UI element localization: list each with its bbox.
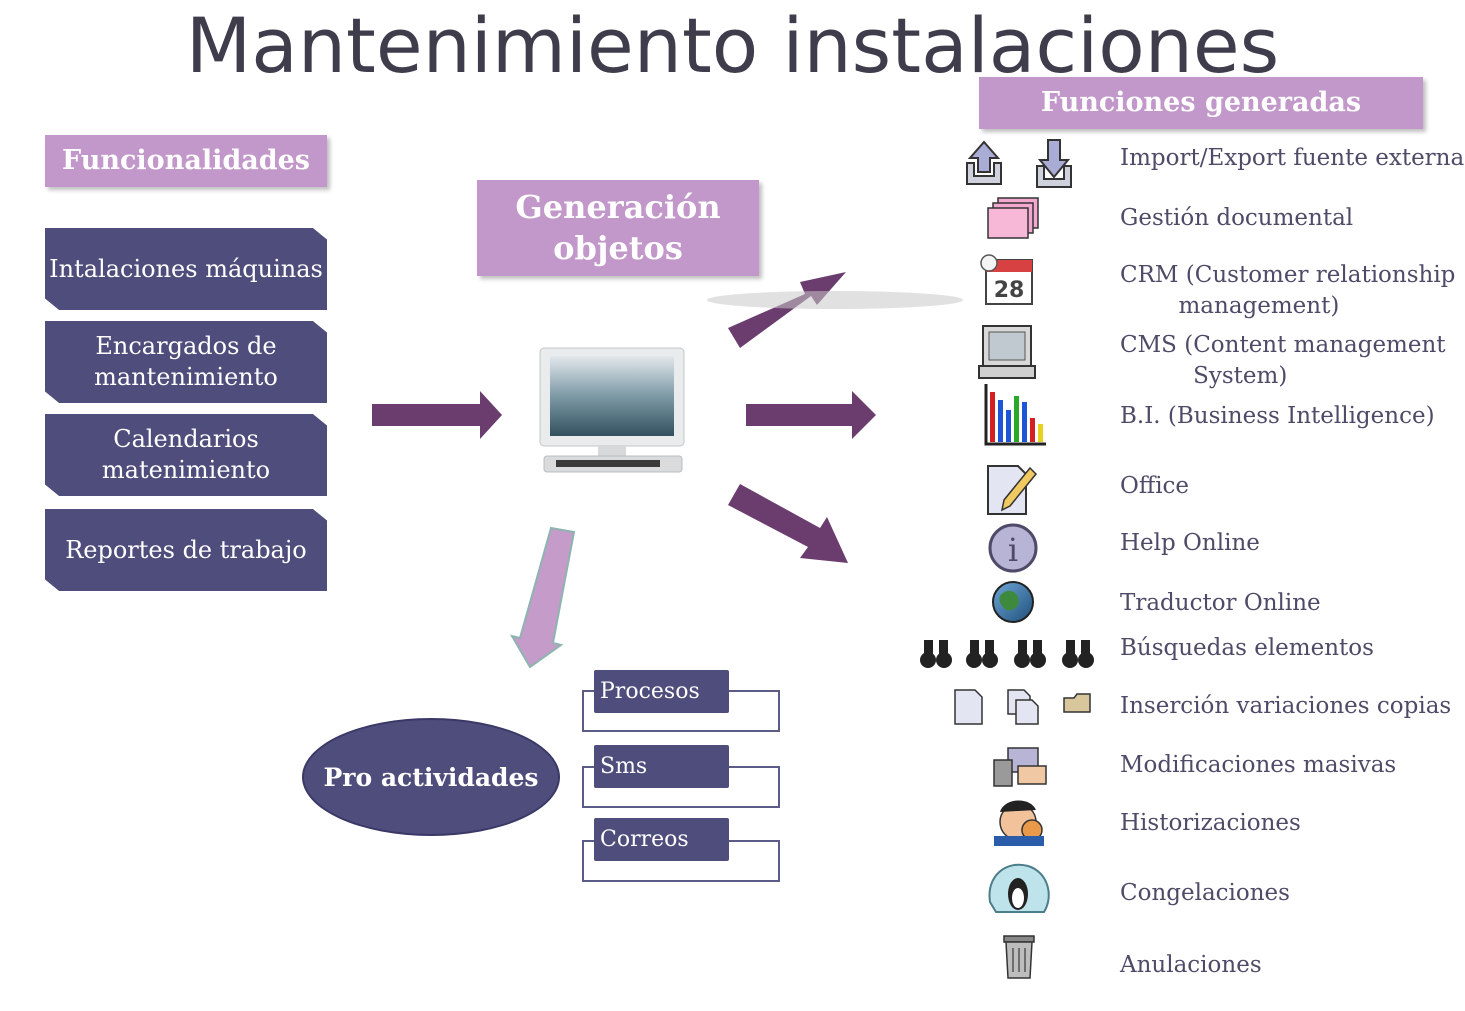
funcion-gestion-documental[interactable]: Gestión documental	[1120, 205, 1354, 231]
funcionalidades-header: Funcionalidades	[45, 135, 327, 187]
calendar-icon: 28	[980, 254, 1033, 305]
funcionalidad-item[interactable]: Intalaciones máquinas	[45, 228, 327, 310]
bar-chart-icon	[984, 384, 1046, 446]
funcion-crm[interactable]: CRM (Customer relationship management)	[1120, 262, 1456, 319]
cms-computer-icon	[978, 325, 1036, 379]
sub-item-procesos[interactable]: Procesos	[594, 670, 729, 713]
funcion-historizaciones[interactable]: Historizaciones	[1120, 810, 1301, 836]
funcion-cms[interactable]: CMS (Content management System)	[1120, 332, 1446, 389]
computer-icon	[539, 347, 685, 473]
arrow-down-right	[728, 484, 848, 563]
funcion-import-export[interactable]: Import/Export fuente externa	[1120, 145, 1465, 171]
binoculars-icon	[920, 640, 1094, 668]
funcion-anulaciones[interactable]: Anulaciones	[1120, 952, 1262, 978]
funcion-traductor-online[interactable]: Traductor Online	[1120, 590, 1321, 616]
calendar-day: 28	[994, 278, 1025, 303]
history-icon	[994, 800, 1044, 846]
funcion-insercion[interactable]: Inserción variaciones copias	[1120, 693, 1452, 719]
freeze-icon	[988, 863, 1050, 913]
funcionalidad-item[interactable]: Encargados de mantenimiento	[45, 321, 327, 403]
svg-text:i: i	[1008, 531, 1018, 569]
documents-icon	[987, 197, 1039, 239]
trash-icon	[1003, 935, 1035, 979]
funcionalidad-item[interactable]: Reportes de trabajo	[45, 509, 327, 591]
funcion-busquedas[interactable]: Búsquedas elementos	[1120, 635, 1374, 661]
funcion-help-online[interactable]: Help Online	[1120, 530, 1260, 556]
arrow-to-functions	[746, 391, 876, 439]
globe-icon	[992, 581, 1034, 623]
arrow-up-right	[728, 272, 846, 348]
funcion-congelaciones[interactable]: Congelaciones	[1120, 880, 1290, 906]
new-copy-folder-icon	[954, 689, 1091, 725]
arrow-to-computer	[372, 391, 502, 439]
sub-item-correos[interactable]: Correos	[594, 818, 729, 861]
page-title: Mantenimiento instalaciones	[185, 1, 1280, 90]
funciones-generadas-header: Funciones generadas	[979, 77, 1423, 129]
mass-edit-icon	[993, 747, 1047, 787]
generacion-objetos-header: Generación objetos	[477, 180, 759, 276]
edit-document-icon	[987, 465, 1038, 515]
funcion-modificaciones[interactable]: Modificaciones masivas	[1120, 752, 1397, 778]
funcion-office[interactable]: Office	[1120, 473, 1190, 499]
sub-item-sms[interactable]: Sms	[594, 745, 729, 788]
arrow-to-pro-actividades	[509, 526, 576, 669]
pro-actividades-node[interactable]: Pro actividades	[302, 718, 560, 836]
shadow-smudge	[707, 291, 963, 309]
funcion-bi[interactable]: B.I. (Business Intelligence)	[1120, 403, 1435, 429]
funcionalidad-item[interactable]: Calendarios matenimiento	[45, 414, 327, 496]
import-export-icon	[966, 139, 1072, 188]
info-icon: i	[988, 523, 1038, 573]
